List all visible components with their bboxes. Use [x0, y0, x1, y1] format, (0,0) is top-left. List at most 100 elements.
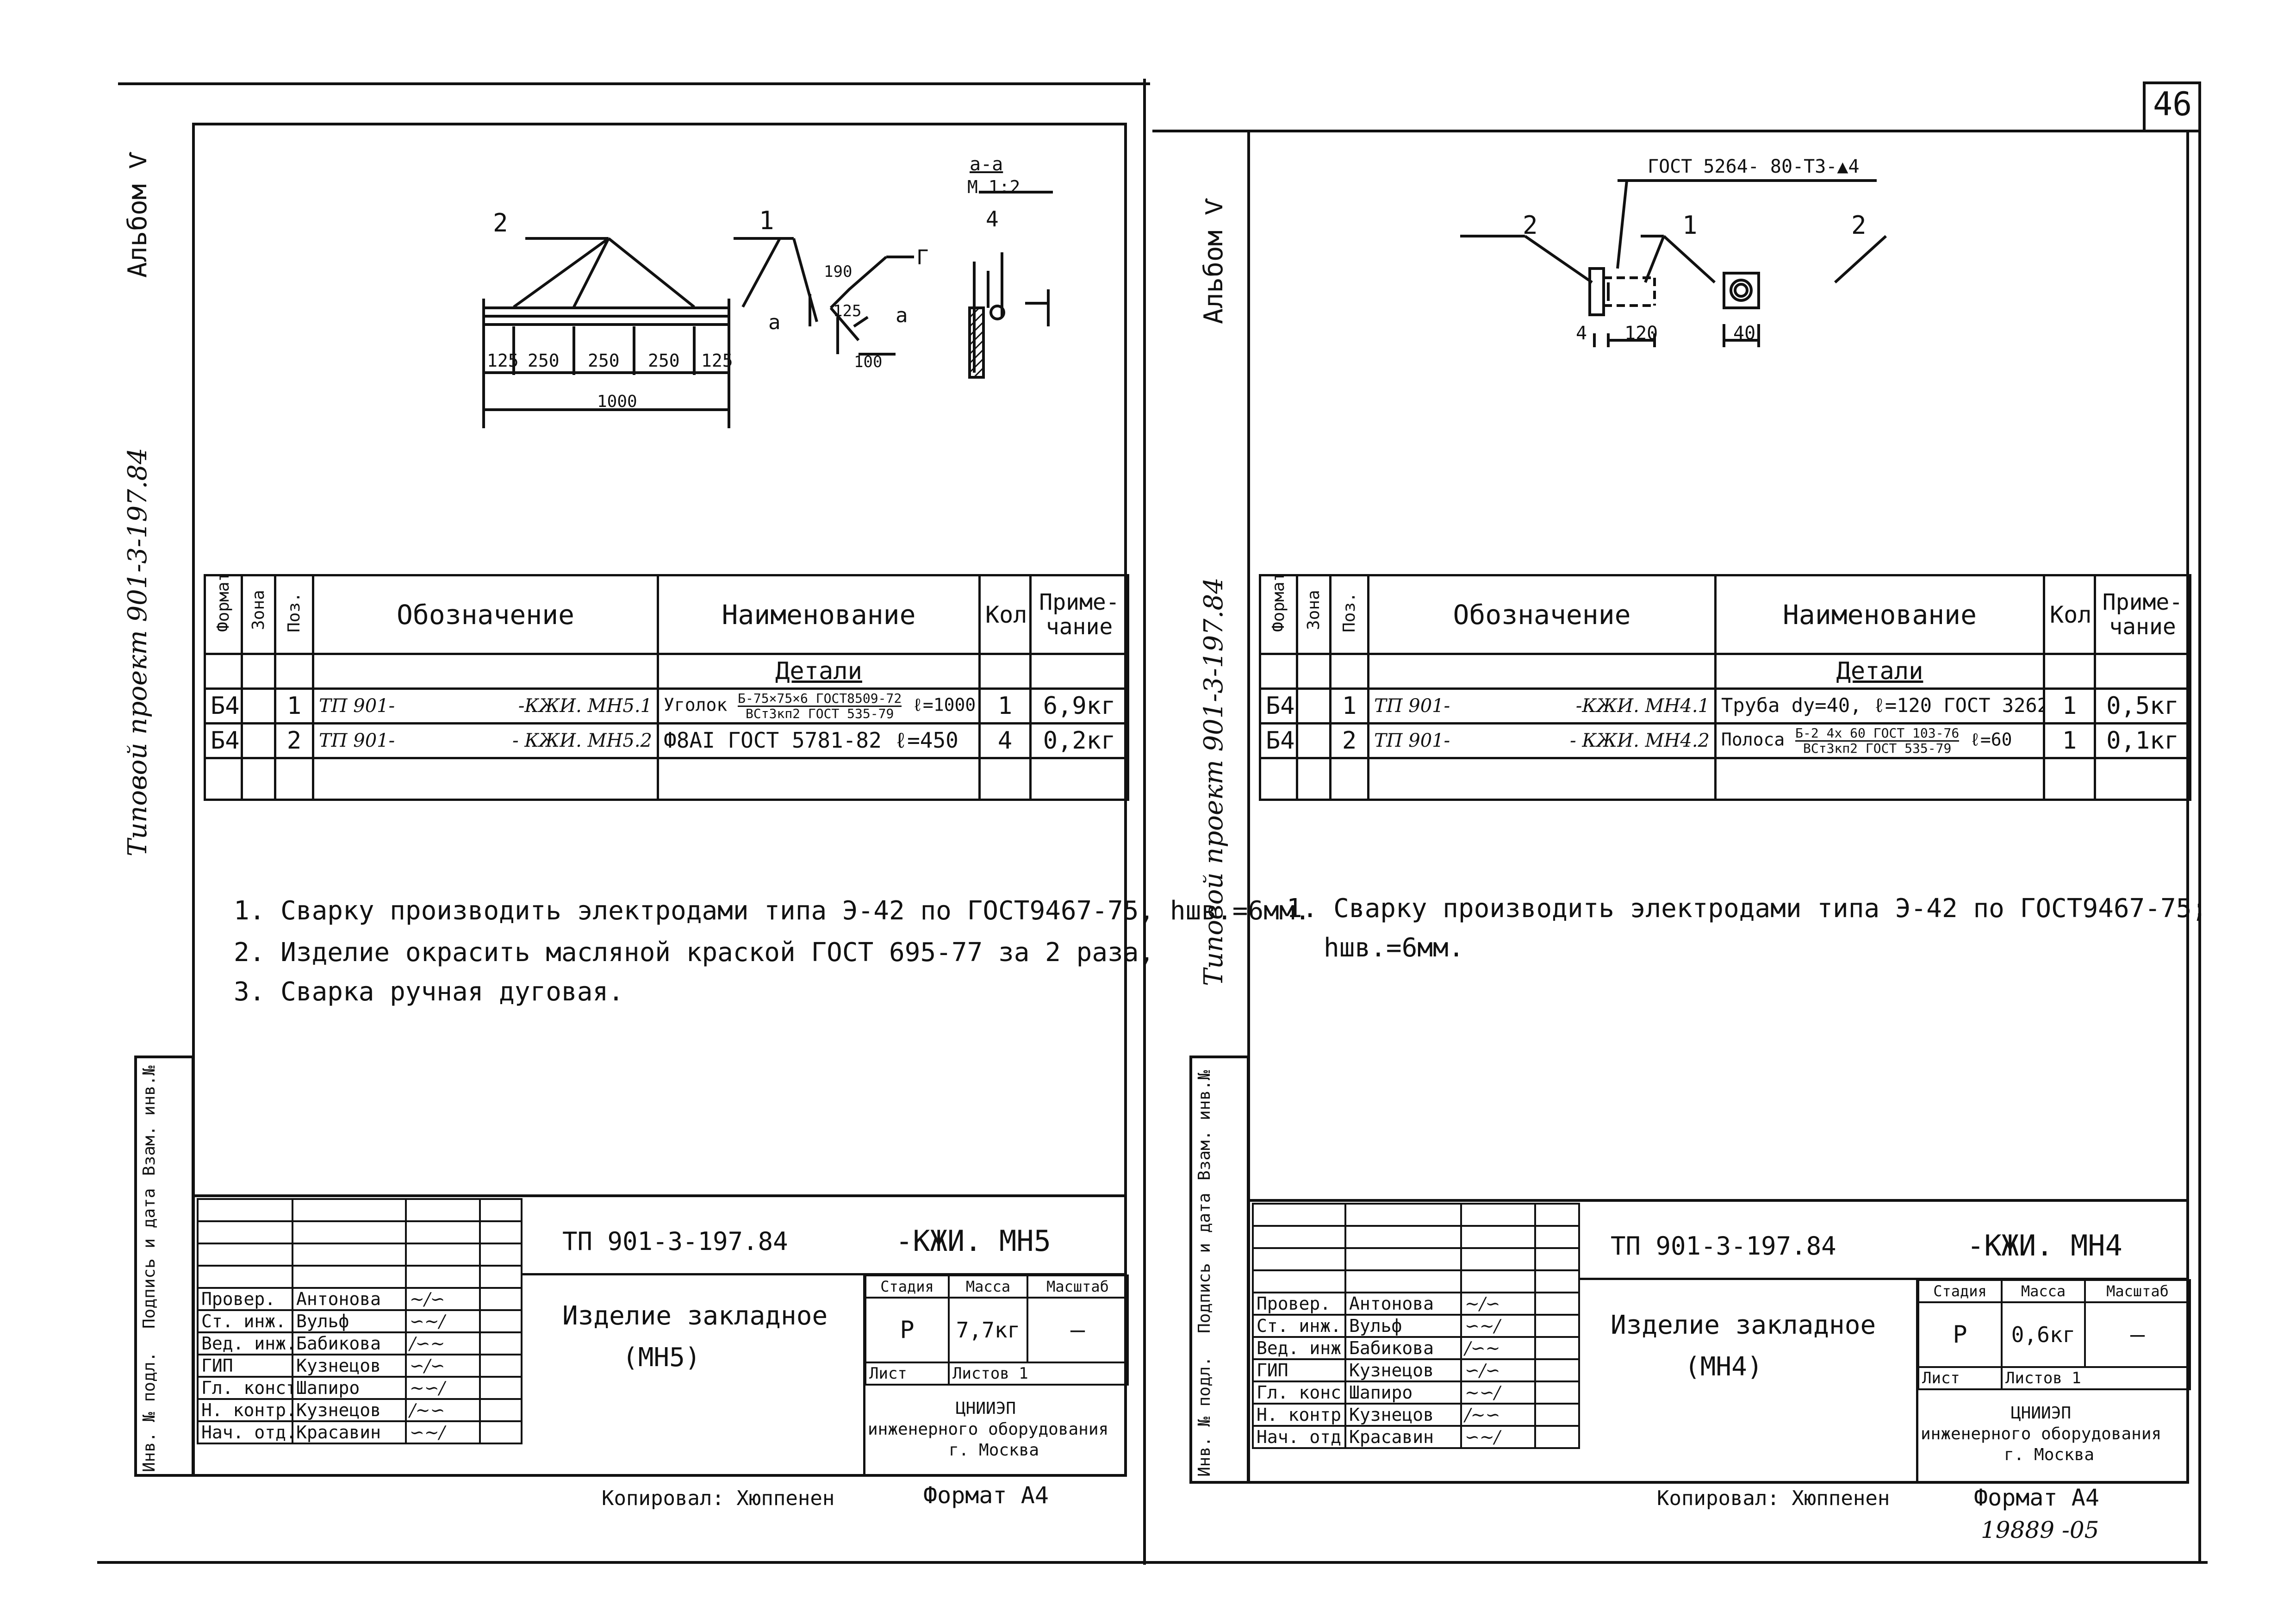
- left-p2-name: Вульф: [292, 1309, 407, 1333]
- table-row: Вед. инж.Бабикова∕∽∼: [1252, 1336, 1580, 1360]
- table-row: Провер.Антонова∼∕∽: [197, 1287, 523, 1311]
- right-h-format-text: Формат: [1269, 575, 1288, 632]
- tb-cell: [1460, 1269, 1536, 1293]
- left-note-3: 3. Сварка ручная дуговая.: [234, 977, 624, 1007]
- left-stamp-sign: Подпись и дата: [140, 1188, 159, 1329]
- right-sec-c3: [1329, 653, 1369, 690]
- right-tb-mid: [1578, 1278, 2189, 1280]
- right-r2-qty: 1: [2043, 722, 2096, 759]
- table-row: Вед. инж.Бабикова∕∽∼: [197, 1331, 523, 1355]
- left-p6-name: Кузнецов: [292, 1398, 407, 1422]
- left-tb-mid: [521, 1273, 1127, 1275]
- left-tb-code-left: ТП 901-3-197.84: [562, 1227, 788, 1256]
- right-callout-2b: 2: [1851, 211, 1867, 240]
- right-scale-h: Масштаб: [2084, 1279, 2191, 1303]
- left-r1-format: Б4: [204, 687, 243, 725]
- right-section-details: Детали: [1714, 653, 2045, 690]
- tb-cell: [479, 1309, 523, 1333]
- left-stage: Р: [865, 1297, 950, 1363]
- left-format: Формат А4: [923, 1482, 1049, 1509]
- left-drawing: [482, 191, 1053, 428]
- right-r2-pos: 2: [1329, 722, 1369, 759]
- left-dim-250b: 250: [588, 350, 620, 371]
- left-stamp-strip: [134, 1056, 194, 1477]
- right-sec-c6: [2043, 653, 2096, 690]
- table-row: Нач. отд.Красавин∽∼∕: [197, 1420, 523, 1444]
- right-r2-format: Б4: [1259, 722, 1298, 759]
- right-p5-role: Гл. конс.: [1252, 1380, 1346, 1405]
- table-row: Б4 2 ТП 901- - КЖИ. МН4.2 Полоса Б-2 4х …: [1259, 722, 2191, 759]
- left-main-frame: [192, 123, 1127, 1477]
- right-p5-name: Шапиро: [1344, 1380, 1462, 1405]
- left-spec-table: Формат Зона Поз. Обозначение Наименовани…: [204, 574, 1129, 801]
- table-row: Ст. инж.Вульф∽∼∕: [197, 1309, 523, 1333]
- right-e6: [2043, 757, 2096, 801]
- right-tb-vsplit: [1916, 1278, 1918, 1484]
- left-p3-name: Бабикова: [292, 1331, 407, 1355]
- left-r1-name: Уголок Б-75×75×6 ГОСТ8509-72 ВСт3кп2 ГОС…: [657, 687, 981, 725]
- signature-icon: ∼∽∕: [405, 1376, 481, 1400]
- right-sheet-right-line: [2198, 81, 2201, 1562]
- right-r2-note: 0,1кг: [2094, 722, 2191, 759]
- left-p5-role: Гл. конст.: [197, 1376, 293, 1400]
- left-side-album: Альбом Ѵ: [123, 153, 153, 278]
- left-r1-designation: ТП 901- -КЖИ. МН5.1: [312, 687, 659, 725]
- right-r2-zone: [1296, 722, 1332, 759]
- right-r2-name-tail: ℓ=60: [1970, 729, 2012, 750]
- right-p7-name: Красавин: [1344, 1425, 1462, 1449]
- left-p1-role: Провер.: [197, 1287, 293, 1311]
- signature-icon: ∕∽∼: [1460, 1336, 1536, 1360]
- left-e4: [312, 757, 659, 801]
- right-callout-2a: 2: [1523, 211, 1538, 240]
- right-stamp-sign: Подпись и дата: [1195, 1193, 1214, 1333]
- left-callout-4: 4: [986, 206, 999, 231]
- right-tb-code-right: -КЖИ. МН4: [1967, 1229, 2122, 1262]
- tb-cell: [197, 1265, 293, 1289]
- tb-cell: [1534, 1314, 1580, 1338]
- left-scale-h: Масштаб: [1027, 1274, 1129, 1299]
- tb-cell: [1252, 1203, 1346, 1227]
- signature-icon: ∼∕∽: [1460, 1292, 1536, 1316]
- right-mass-h: Масса: [2001, 1279, 2086, 1303]
- left-dim-250c: 250: [648, 350, 680, 371]
- signature-icon: ∽∕∽: [405, 1354, 481, 1378]
- right-e1: [1259, 757, 1298, 801]
- top-border-line: [118, 82, 1150, 85]
- right-r2-des-right: - КЖИ. МН4.2: [1570, 730, 1710, 751]
- signature-icon: ∽∼∕: [405, 1309, 481, 1333]
- left-section-details-text: Детали: [775, 657, 862, 685]
- left-e7: [1029, 757, 1129, 801]
- right-r2-name: Полоса Б-2 4х 60 ГОСТ 103-76 ВСт3кп2 ГОС…: [1714, 722, 2045, 759]
- table-row: Н. контр.Кузнецов∕∼∽: [197, 1398, 523, 1422]
- left-tb-code-right: -КЖИ. МН5: [896, 1224, 1051, 1258]
- right-dim-120: 120: [1624, 323, 1658, 344]
- tb-cell: [479, 1420, 523, 1444]
- signature-icon: ∕∼∽: [1460, 1403, 1536, 1427]
- left-mass: 7,7кг: [948, 1297, 1028, 1363]
- left-mass-h: Масса: [948, 1274, 1028, 1299]
- right-p2-role: Ст. инж.: [1252, 1314, 1346, 1338]
- right-r1-name: Труба dy=40, ℓ=120 ГОСТ 3262-75: [1714, 687, 2045, 725]
- left-tb-title-1: Изделие закладное: [562, 1301, 828, 1331]
- right-h-name: Наименование: [1714, 574, 2045, 655]
- left-r2-designation: ТП 901- - КЖИ. МН5.2: [312, 722, 659, 759]
- tb-cell: [479, 1376, 523, 1400]
- right-sec-c7: [2094, 653, 2191, 690]
- right-p6-role: Н. контр.: [1252, 1403, 1346, 1427]
- right-p2-name: Вульф: [1344, 1314, 1462, 1338]
- signature-icon: ∕∼∽: [405, 1398, 481, 1422]
- tb-cell: [1460, 1225, 1536, 1249]
- right-note-1: 1. Сварку производить электродами типа Э…: [1287, 893, 2208, 924]
- tb-cell: [197, 1198, 293, 1222]
- center-fold-line: [1143, 79, 1146, 1565]
- left-sheets-label: Листов 1: [948, 1362, 1129, 1386]
- table-row: Б4 2 ТП 901- - КЖИ. МН5.2 Ф8АI ГОСТ 5781…: [204, 722, 1129, 759]
- tb-cell: [1252, 1247, 1346, 1271]
- left-r1-fraction-bottom: ВСт3кп2 ГОСТ 535-79: [746, 706, 894, 721]
- left-e6: [978, 757, 1032, 801]
- right-main-frame: [1247, 130, 2189, 1484]
- right-sheet-label: Лист: [1917, 1366, 2003, 1390]
- left-p4-name: Кузнецов: [292, 1354, 407, 1378]
